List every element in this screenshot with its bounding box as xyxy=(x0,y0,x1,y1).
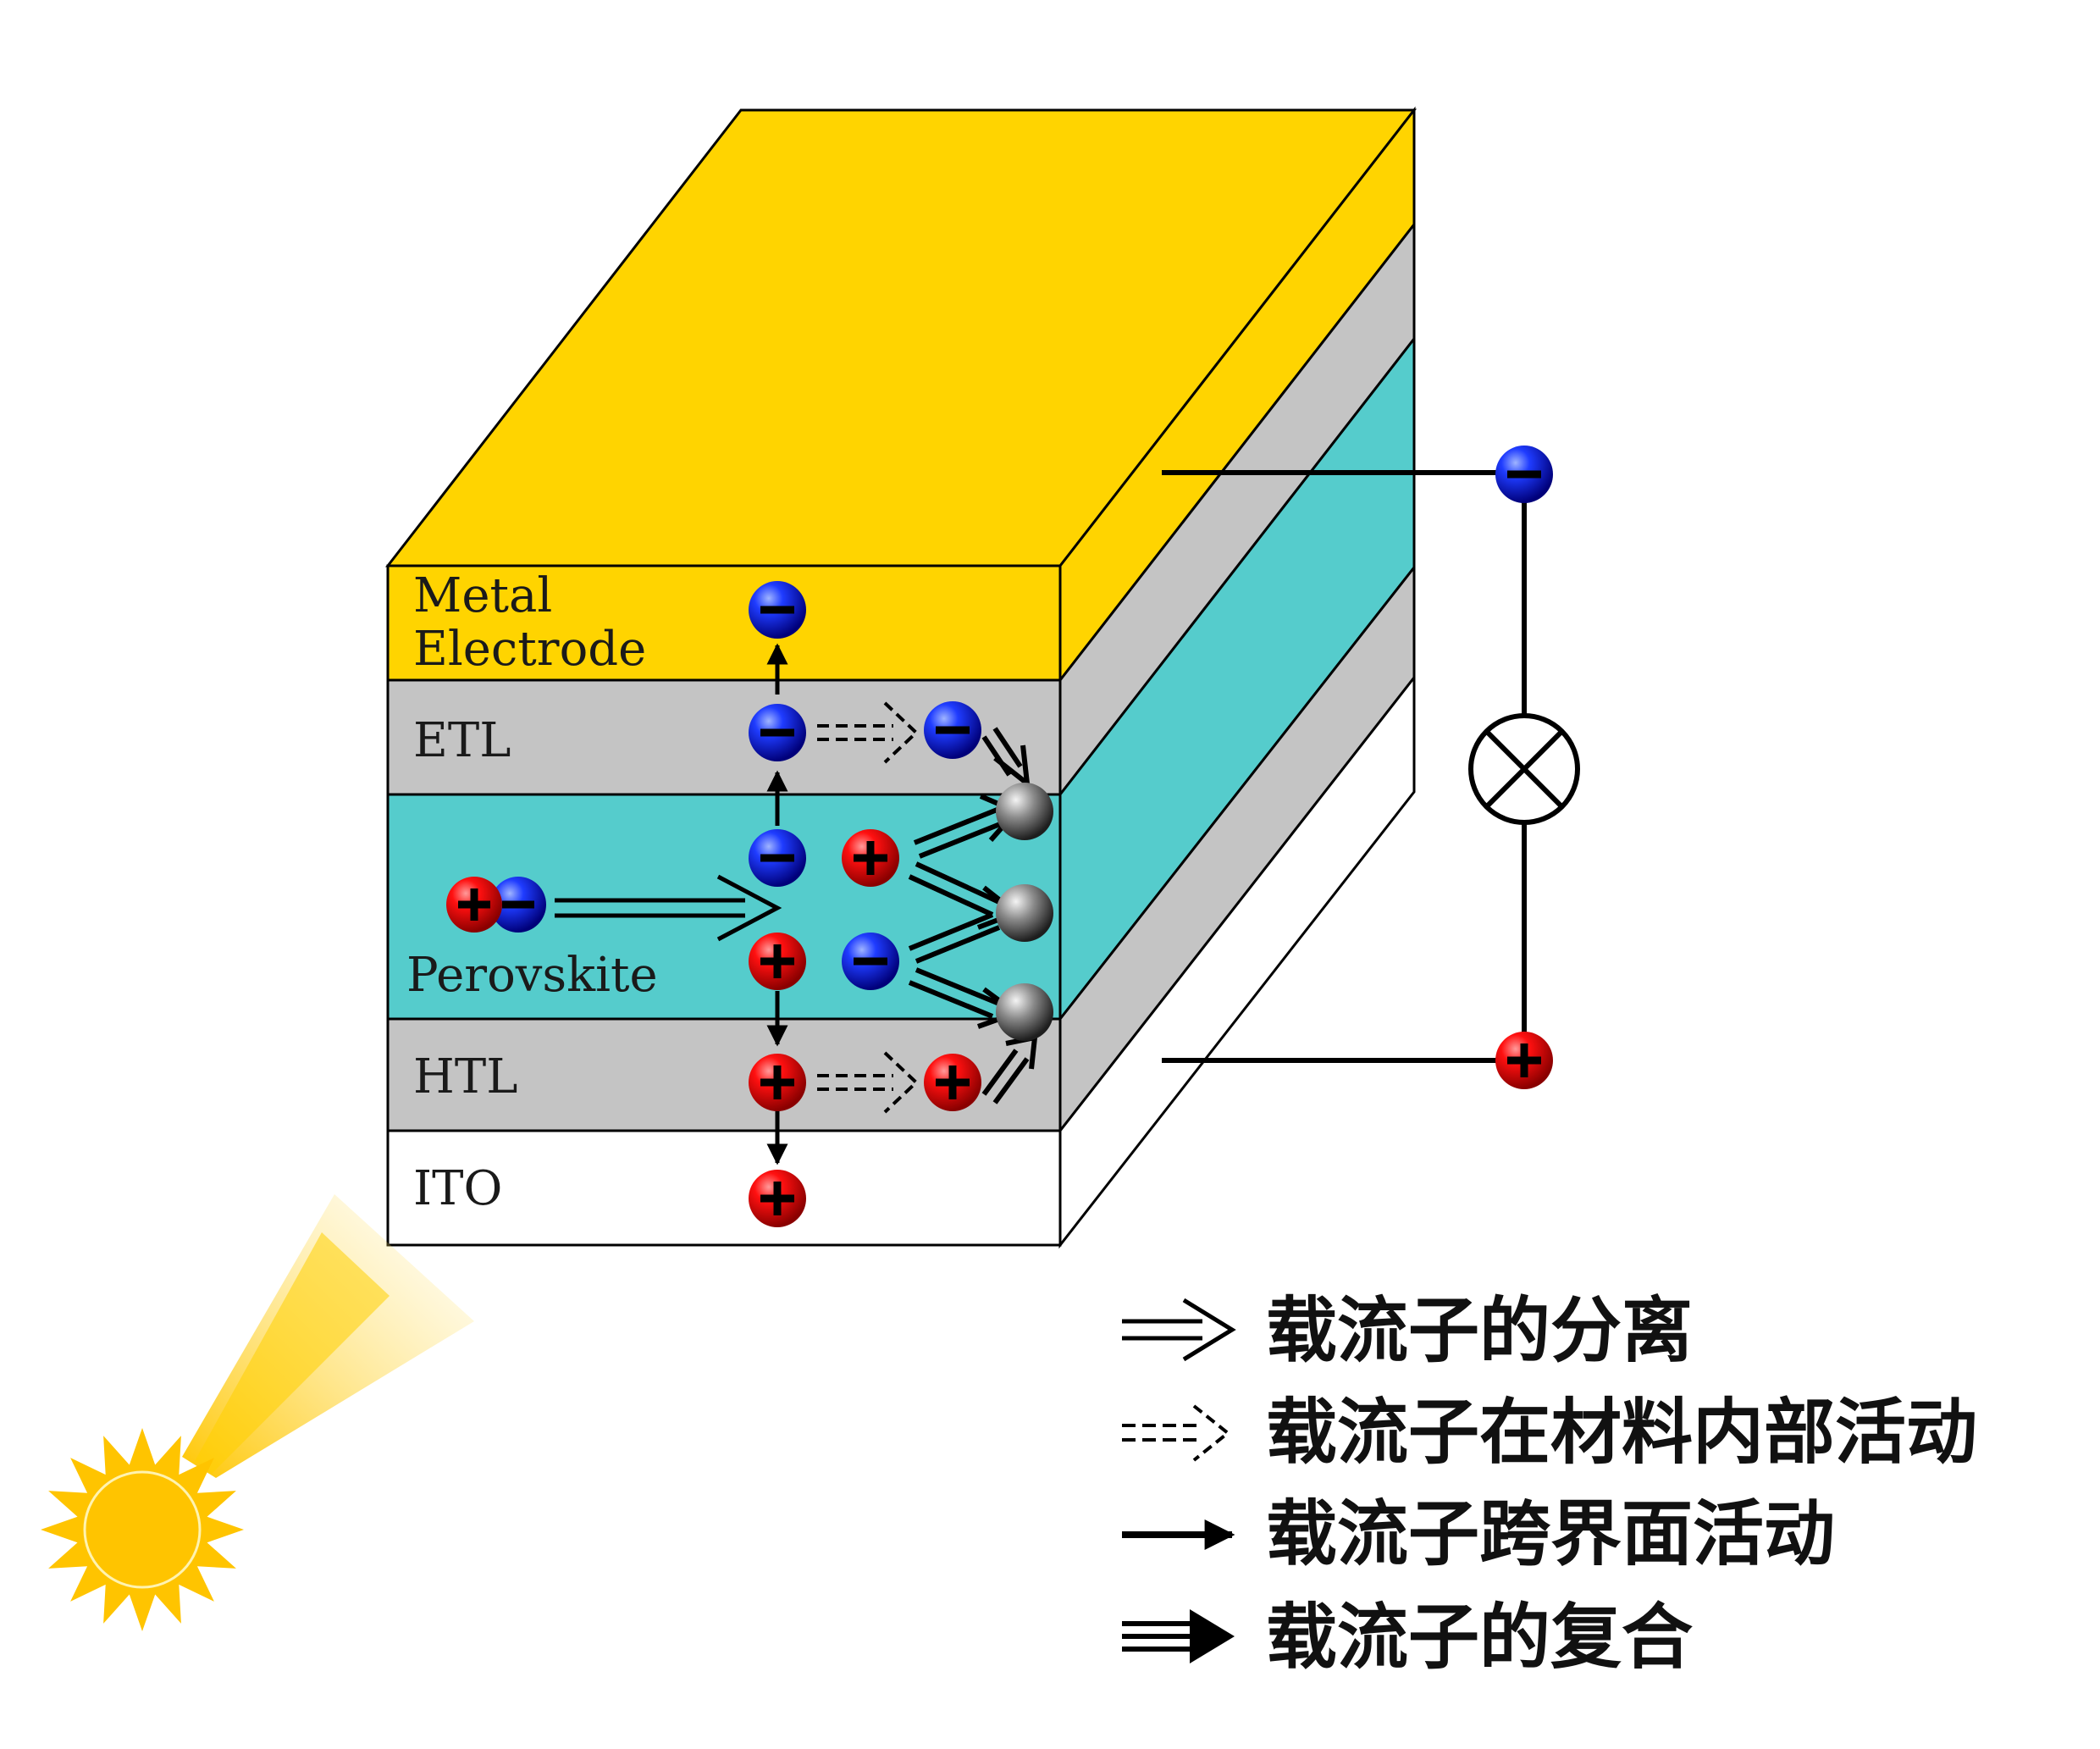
legend-recombination-text: 载流子的复合 xyxy=(1266,1596,1693,1679)
recombined-carrier-2 xyxy=(996,884,1053,942)
hole-perov-2 xyxy=(749,933,806,990)
carriers xyxy=(446,581,1053,1227)
ito-front xyxy=(386,1129,1062,1247)
electron-perov-2 xyxy=(842,933,899,990)
electron-metal xyxy=(749,581,806,639)
legend-internal-motion-arrow xyxy=(1122,1404,1231,1462)
external-circuit xyxy=(1162,446,1580,1089)
device-stack: Metal Electrode ETL Perovskite HTL ITO xyxy=(384,106,1418,1249)
perovskite-label: Perovskite xyxy=(406,948,658,1003)
circuit-electron xyxy=(1495,446,1553,503)
separation-arrow xyxy=(555,874,782,942)
legend-separation-arrow xyxy=(1122,1298,1236,1362)
legend-internal-motion-text: 载流子在材料内部活动 xyxy=(1266,1391,1977,1474)
sun-icon xyxy=(41,1194,474,1631)
legend: 载流子的分离 载流子在材料内部活动 载流子跨界面活动 载流子的复合 xyxy=(1122,1289,1977,1679)
legend-separation-text: 载流子的分离 xyxy=(1266,1289,1693,1372)
electron-etl-1 xyxy=(749,704,806,761)
hole-htl-2 xyxy=(924,1054,981,1111)
ito-label: ITO xyxy=(413,1161,502,1216)
hole-htl-1 xyxy=(749,1054,806,1111)
recombined-carrier-3 xyxy=(996,983,1053,1041)
circuit-hole xyxy=(1495,1032,1553,1089)
hole-perov-1 xyxy=(842,829,899,887)
recombined-carrier-1 xyxy=(996,783,1053,840)
legend-interface-motion-text: 载流子跨界面活动 xyxy=(1266,1492,1835,1575)
htl-label: HTL xyxy=(413,1049,517,1104)
electron-perov-1 xyxy=(749,829,806,887)
carrier-arrows xyxy=(555,643,1038,1165)
hole-ito xyxy=(749,1170,806,1227)
etl-label: ETL xyxy=(413,713,511,768)
metal-electrode-front xyxy=(386,564,1062,682)
metal-electrode-label-line1: Metal xyxy=(413,568,552,623)
internal-motion-arrow-etl xyxy=(817,701,919,764)
legend-recombination-arrow xyxy=(1122,1609,1235,1663)
sunlight-beam-core xyxy=(195,1232,390,1474)
internal-motion-arrow-htl xyxy=(817,1051,919,1114)
metal-electrode-label-line2: Electrode xyxy=(413,622,646,677)
lamp-icon xyxy=(1468,713,1580,825)
exciton-pair xyxy=(446,877,546,933)
electron-etl-2 xyxy=(924,701,981,759)
